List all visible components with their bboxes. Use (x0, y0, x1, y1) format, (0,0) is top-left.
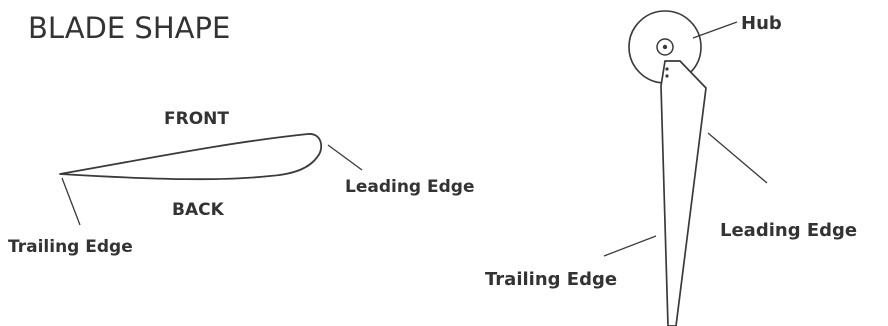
blade-outline (660, 60, 707, 326)
front-label: FRONT (164, 109, 229, 129)
side-view-trailing-edge-label: Trailing Edge (485, 269, 617, 290)
mounting-hole-dot (665, 74, 669, 78)
leading-edge-pointer (327, 144, 363, 171)
side-trailing-edge-pointer (603, 235, 657, 257)
cross-section-trailing-edge-label: Trailing Edge (8, 237, 133, 257)
side-view-leading-edge-label: Leading Edge (720, 220, 857, 241)
airfoil-outline (59, 133, 323, 181)
back-label: BACK (172, 200, 225, 220)
mounting-hole-dot (665, 67, 669, 71)
hub-label: Hub (741, 13, 782, 34)
side-leading-edge-pointer (707, 132, 768, 184)
cross-section-leading-edge-label: Leading Edge (345, 177, 475, 197)
diagram-title: BLADE SHAPE (28, 11, 230, 45)
hub-pointer (692, 21, 738, 39)
trailing-edge-pointer (61, 177, 81, 226)
hub-center-dot (662, 44, 668, 50)
hub-ring (656, 38, 674, 56)
